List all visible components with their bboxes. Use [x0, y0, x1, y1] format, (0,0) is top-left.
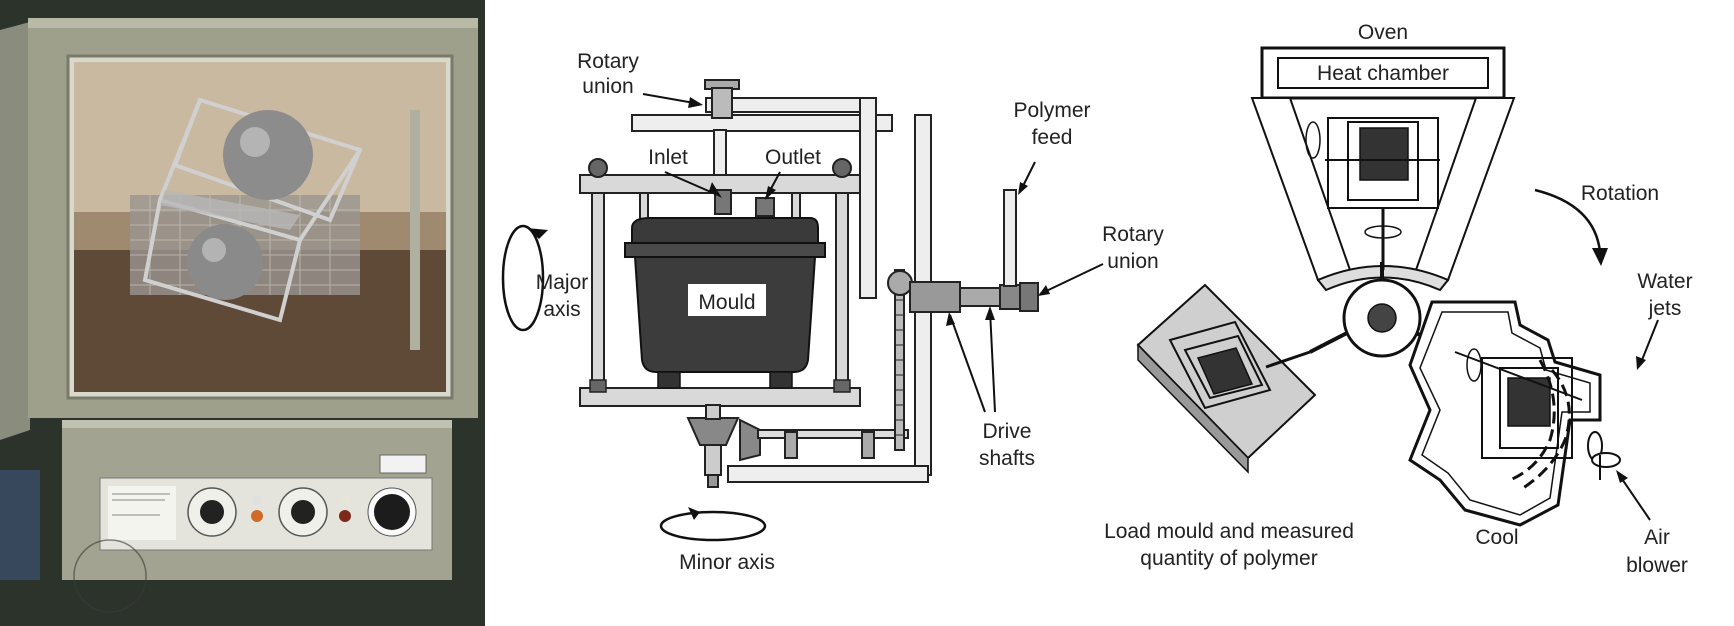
label-oven: Oven — [1358, 21, 1408, 44]
rig-diagram: Rotary union Inlet Outlet Polymer feed R… — [501, 50, 1164, 574]
rotary-union-top — [704, 79, 740, 119]
bevel-gear — [686, 404, 761, 488]
label-polymer-feed-1: Polymer — [1013, 99, 1090, 122]
label-rotary-union-top-2: union — [582, 75, 633, 98]
label-rotary-union-right-1: Rotary — [1102, 223, 1164, 246]
mould — [624, 217, 826, 389]
bolt — [832, 158, 852, 178]
polymer-feed-pipe — [1003, 189, 1017, 287]
label-heat-chamber: Heat chamber — [1317, 62, 1449, 85]
mould-frame — [579, 174, 861, 407]
label-rotary-union-right-2: union — [1107, 250, 1158, 273]
label-drive-shafts-2: shafts — [979, 447, 1035, 470]
label-major-axis-2: axis — [543, 298, 580, 321]
drive-housing — [909, 281, 1039, 313]
outlet-fitting — [755, 197, 775, 217]
label-major-axis-1: Major — [536, 271, 589, 294]
label-air-blower-1: Air — [1644, 526, 1670, 549]
label-cool: Cool — [1475, 526, 1518, 549]
label-inlet: Inlet — [648, 146, 688, 169]
label-outlet: Outlet — [765, 146, 821, 169]
major-axis-arrow — [501, 224, 548, 332]
load-station — [1136, 283, 1317, 474]
oven-station — [1250, 46, 1516, 292]
rotation-arrow — [1534, 188, 1608, 266]
label-load-2: quantity of polymer — [1140, 547, 1317, 570]
photo-rotomoulding-machine — [0, 0, 485, 626]
label-water-jets-1: Water — [1637, 270, 1692, 293]
minor-axis-arrow — [659, 507, 767, 542]
label-water-jets-2: jets — [1648, 297, 1682, 320]
label-air-blower-2: blower — [1626, 554, 1688, 577]
label-minor-axis: Minor axis — [679, 551, 775, 574]
carousel-hub — [1309, 262, 1456, 358]
label-polymer-feed-2: feed — [1032, 126, 1073, 149]
cooling-station — [1408, 300, 1621, 527]
label-mould: Mould — [698, 291, 755, 314]
label-drive-shafts-1: Drive — [982, 420, 1031, 443]
label-rotary-union-top-1: Rotary — [577, 50, 639, 73]
carousel-diagram: Oven Heat chamber Rotation Water jets Lo… — [1104, 21, 1693, 577]
bolt — [588, 158, 608, 178]
label-rotation: Rotation — [1581, 182, 1659, 205]
label-load-1: Load mould and measured — [1104, 520, 1354, 543]
